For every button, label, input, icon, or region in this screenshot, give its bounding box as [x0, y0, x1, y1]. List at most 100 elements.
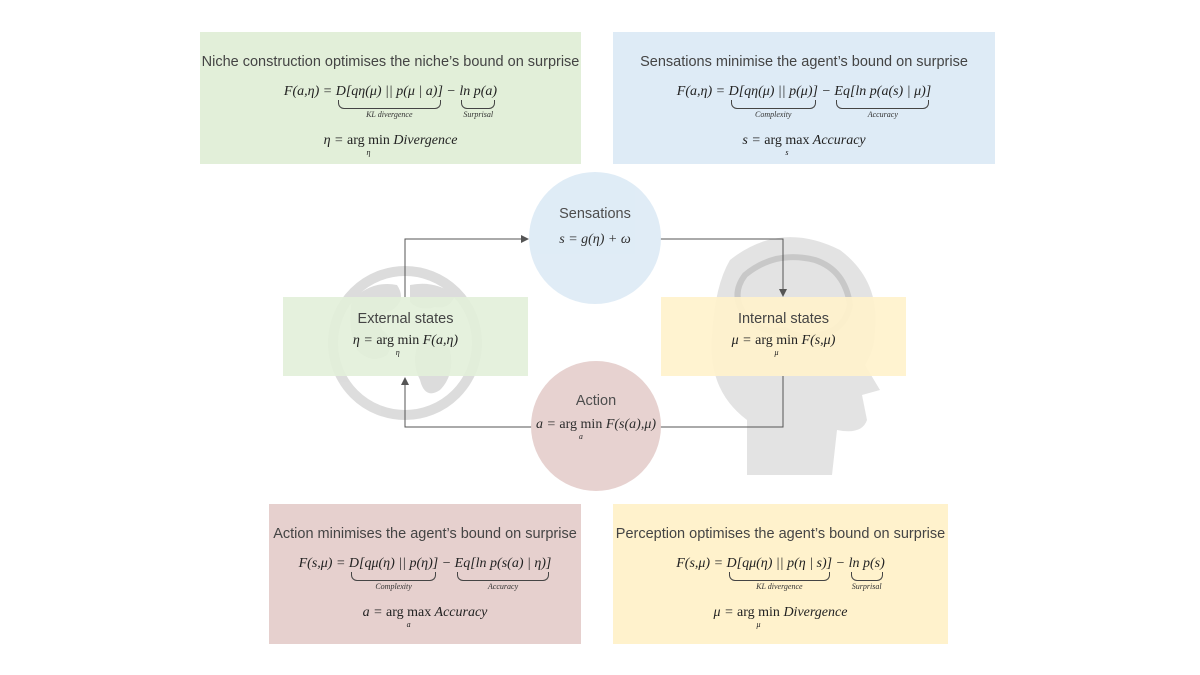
surprisal-term: ln p(s) Surprisal: [849, 556, 885, 591]
term: D[qμ(η) || p(η)]: [348, 556, 439, 571]
term: Eq[ln p(a(s) | μ)]: [834, 84, 932, 99]
equation-lhs: η =: [323, 133, 347, 148]
operator: arg max: [386, 605, 432, 620]
equation-lhs: F(s,μ) =: [298, 556, 349, 571]
panel-title: Niche construction optimises the niche’s…: [201, 54, 580, 70]
equation-rhs: Divergence: [389, 133, 458, 148]
operator-variable: a: [406, 620, 411, 629]
term: D[qμ(η) || p(η | s)]: [726, 556, 833, 571]
equation-lhs: s =: [742, 133, 765, 148]
equation-lhs: η =: [352, 333, 377, 348]
complexity-term: D[qη(μ) || p(μ)] Complexity: [729, 84, 818, 119]
operator-variable: s: [785, 148, 789, 157]
term: D[qη(μ) || p(μ)]: [728, 84, 818, 99]
equation-rhs: Accuracy: [809, 133, 866, 148]
term-label: Accuracy: [487, 582, 519, 591]
panel-title: Action minimises the agent’s bound on su…: [273, 526, 577, 542]
equation-lhs: a =: [362, 605, 387, 620]
panel-title: Perception optimises the agent’s bound o…: [615, 526, 946, 542]
surprisal-term: ln p(a) Surprisal: [459, 84, 497, 119]
equation-rhs: F(a,η): [419, 333, 459, 348]
node-label: Sensations: [559, 206, 631, 222]
free-energy-equation: F(s,μ) = D[qμ(η) || p(η | s)] KL divergen…: [613, 556, 948, 591]
operator-variable: η: [395, 348, 400, 357]
free-energy-equation: F(a,η) = D[qη(μ) || p(μ | a)] KL divergen…: [200, 84, 581, 119]
operator-variable: μ: [774, 348, 779, 357]
kl-divergence-term: D[qη(μ) || p(μ | a)] KL divergence: [336, 84, 443, 119]
equation-rhs: Accuracy: [431, 605, 488, 620]
operator-variable: η: [366, 148, 371, 157]
equation-lhs: F(a,η) =: [676, 84, 729, 99]
action-panel: Action minimises the agent’s bound on su…: [269, 504, 581, 644]
accuracy-term: Eq[ln p(a(s) | μ)] Accuracy: [834, 84, 931, 119]
operator-variable: a: [578, 432, 583, 441]
operator: arg min: [737, 605, 780, 620]
equation-lhs: F(a,η) =: [283, 84, 336, 99]
operator: −: [817, 84, 835, 99]
term: Eq[ln p(s(a) | η)]: [454, 556, 552, 571]
equation-lhs: μ =: [731, 333, 756, 348]
operator: arg min: [347, 133, 390, 148]
equation-rhs: F(s,μ): [798, 333, 836, 348]
kl-divergence-term: D[qμ(η) || p(η | s)] KL divergence: [727, 556, 833, 591]
term-label: Complexity: [755, 110, 792, 119]
term-label: Accuracy: [867, 110, 898, 119]
arrow-internal-to-action: [660, 376, 784, 428]
panel-title: Sensations minimise the agent’s bound on…: [640, 54, 968, 70]
node-label: Internal states: [737, 311, 830, 327]
arrow-sensations-to-internal: [660, 238, 787, 297]
accuracy-term: Eq[ln p(s(a) | η)] Accuracy: [455, 556, 552, 591]
term: ln p(a): [459, 84, 498, 99]
sensations-node: Sensations s = g(η) + ω: [529, 172, 661, 304]
operator: arg max: [764, 133, 810, 148]
term-label: KL divergence: [756, 582, 803, 591]
term-label: Complexity: [375, 582, 412, 591]
equation-lhs: μ =: [713, 605, 738, 620]
operator: arg min: [755, 333, 799, 348]
term-label: Surprisal: [851, 582, 882, 591]
operator: arg min: [559, 417, 603, 432]
equation-lhs: a =: [535, 417, 560, 432]
equation-lhs: F(s,μ) =: [676, 556, 727, 571]
complexity-term: D[qμ(η) || p(η)] Complexity: [349, 556, 438, 591]
equation-rhs: F(s(a),μ): [602, 417, 657, 432]
free-energy-equation: F(a,η) = D[qη(μ) || p(μ)] Complexity − Eq…: [613, 84, 995, 119]
perception-panel: Perception optimises the agent’s bound o…: [613, 504, 948, 644]
operator-variable: μ: [756, 620, 761, 629]
operator: −: [832, 556, 849, 571]
arrow-action-to-external: [401, 377, 532, 428]
term: D[qη(μ) || p(μ | a)]: [335, 84, 443, 99]
node-label: External states: [357, 311, 454, 327]
operator: −: [442, 84, 460, 99]
sensations-panel: Sensations minimise the agent’s bound on…: [613, 32, 995, 164]
equation-rhs: Divergence: [779, 605, 848, 620]
node-equation: s = g(η) + ω: [559, 232, 631, 247]
free-energy-equation: F(s,μ) = D[qμ(η) || p(η)] Complexity − Eq…: [269, 556, 581, 591]
niche-construction-panel: Niche construction optimises the niche’s…: [200, 32, 581, 164]
arrow-external-to-sensations: [404, 235, 529, 297]
operator: −: [438, 556, 455, 571]
node-label: Action: [575, 393, 617, 409]
term-label: Surprisal: [463, 110, 494, 119]
operator: arg min: [376, 333, 420, 348]
term-label: KL divergence: [366, 110, 413, 119]
term: ln p(s): [848, 556, 885, 571]
